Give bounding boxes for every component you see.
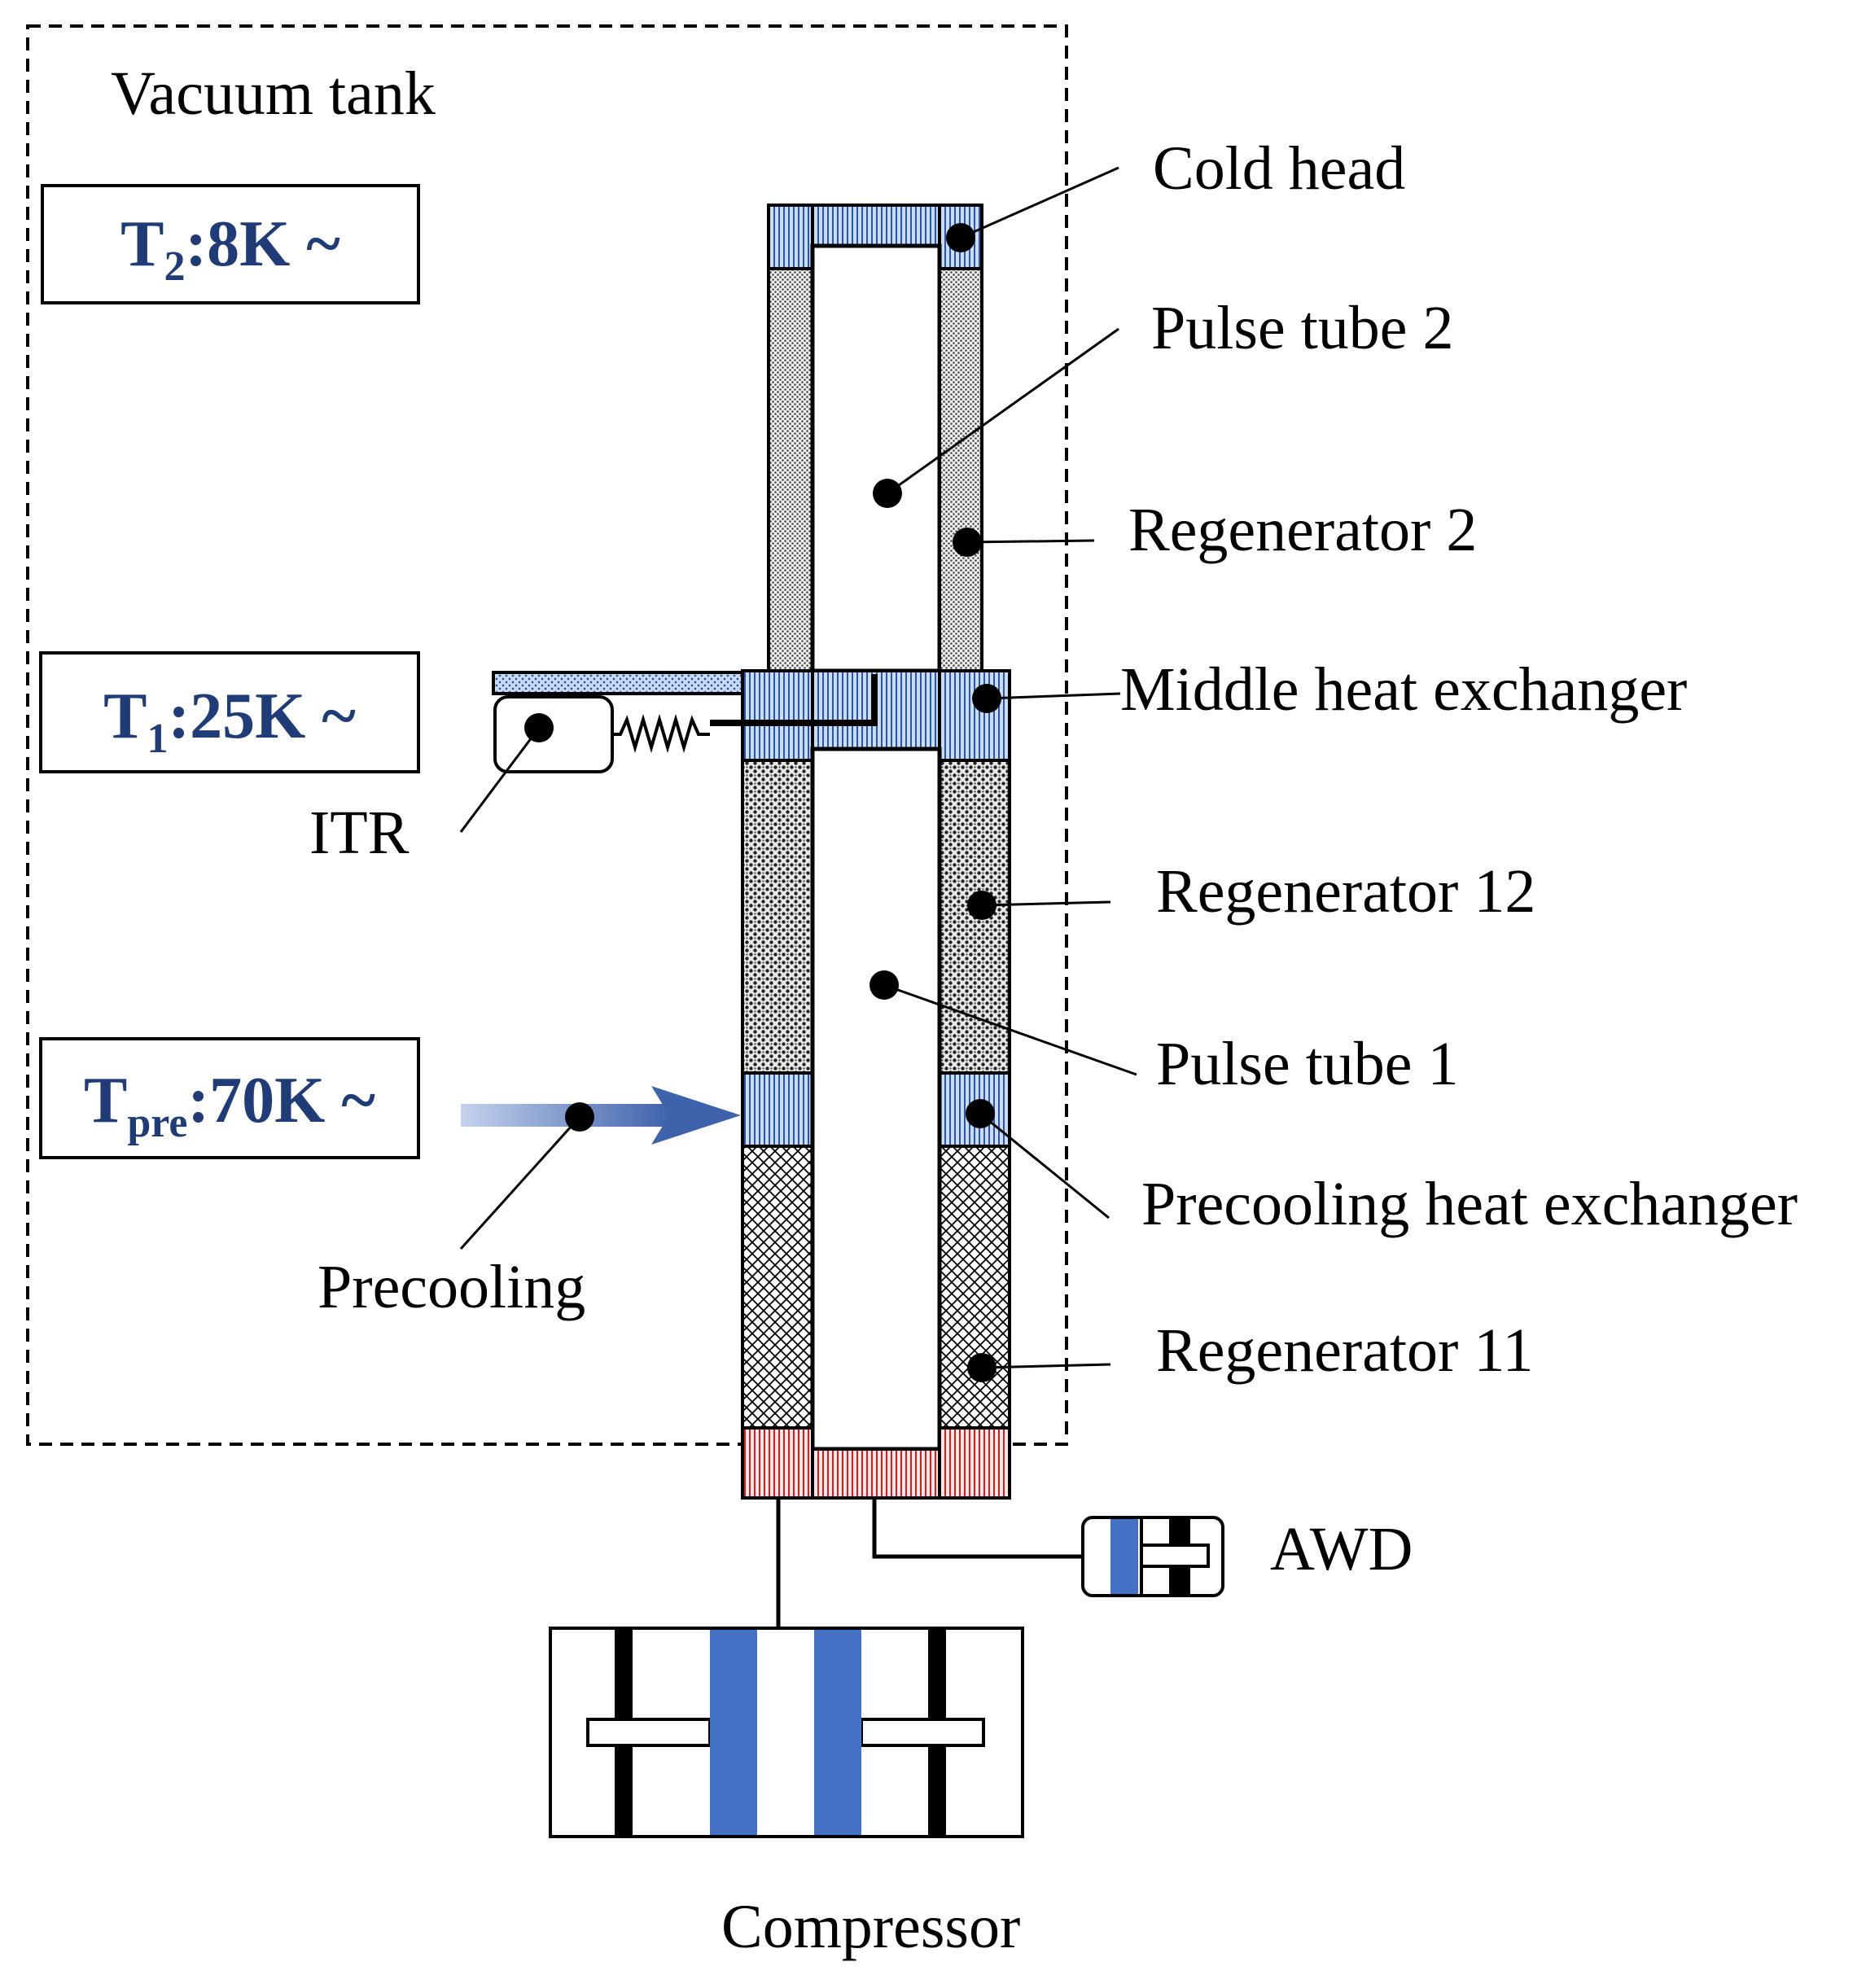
itr-label: ITR — [309, 799, 410, 867]
awd-label: AWD — [1270, 1515, 1413, 1583]
precooling-label: Precooling — [318, 1253, 585, 1321]
cold-head-cap — [811, 204, 941, 247]
pulse-tube-2 — [810, 243, 942, 673]
dot-regenerator-12 — [967, 891, 997, 920]
pulse-tube-2-label: Pulse tube 2 — [1151, 294, 1454, 362]
dot-precooling-hx — [966, 1099, 995, 1128]
dot-regenerator-11 — [967, 1353, 997, 1382]
leader-regenerator-2 — [966, 539, 1095, 544]
leader-regenerator-11 — [981, 1363, 1111, 1369]
regenerator-12-label: Regenerator 12 — [1156, 857, 1535, 926]
dot-pulse-tube-2 — [873, 479, 902, 508]
warm-end-left — [741, 1426, 814, 1500]
tpre-box — [39, 1037, 420, 1159]
compressor-left-rod — [586, 1718, 712, 1747]
upper-left-regenerator — [767, 267, 814, 672]
t2-label: T2:8K ~ — [120, 208, 340, 290]
dot-cold-head — [946, 223, 975, 252]
itr-reservoir — [493, 695, 614, 773]
middle-hx-left — [741, 669, 814, 762]
awd-rod — [1140, 1544, 1210, 1568]
precooling-hx-label: Precooling heat exchanger — [1141, 1170, 1798, 1238]
leader-middle-hx — [986, 692, 1121, 700]
precooling-hx-left — [741, 1071, 814, 1148]
precooling-arrow-head — [651, 1086, 741, 1145]
leader-precooling — [459, 1115, 581, 1250]
regenerator-12-left — [741, 759, 814, 1075]
regenerator-2 — [938, 267, 983, 672]
compressor-label: Compressor — [721, 1893, 1020, 1961]
leader-precooling-hx — [979, 1112, 1110, 1220]
t2-box — [41, 184, 420, 304]
dot-precooling — [565, 1102, 594, 1132]
dot-regenerator-2 — [953, 528, 982, 557]
regenerator-11-left — [741, 1145, 814, 1430]
warm-end-center — [811, 1447, 941, 1500]
dot-pulse-tube-1 — [869, 970, 899, 1000]
leader-cold-head — [960, 166, 1119, 239]
compressor-right-rod — [860, 1718, 985, 1747]
leader-regenerator-12 — [981, 900, 1111, 907]
awd-connection-line — [872, 1498, 1083, 1559]
precooling-arrow-shaft — [461, 1104, 669, 1127]
leader-pulse-tube-2 — [887, 327, 1119, 495]
vacuum-tank-label: Vacuum tank — [111, 59, 436, 128]
itr-connection-line — [710, 674, 878, 726]
regenerator-11-label: Regenerator 11 — [1156, 1316, 1534, 1385]
t1-box — [39, 651, 420, 773]
itr-inertance-coil — [612, 713, 710, 754]
t1-label: T1:25K ~ — [103, 681, 356, 762]
awd-blue-piston — [1110, 1519, 1138, 1594]
tpre-label: Tpre:70K ~ — [84, 1065, 375, 1146]
vacuum-tank-boundary — [26, 24, 1068, 1446]
itr-thermal-bar — [492, 671, 744, 695]
pulse-tube-1-label: Pulse tube 1 — [1156, 1030, 1459, 1098]
regenerator-11 — [938, 1145, 1011, 1430]
leader-pulse-tube-1 — [883, 983, 1137, 1076]
middle-hx-right — [938, 669, 1011, 762]
cold-head-left-block — [767, 204, 814, 270]
dot-middle-hx — [972, 684, 1001, 713]
pulse-tube-1 — [810, 747, 942, 1452]
leader-itr — [459, 727, 541, 833]
warm-end-right — [938, 1426, 1011, 1500]
regenerator-2-label: Regenerator 2 — [1128, 496, 1477, 564]
compressor-right-piston — [814, 1630, 861, 1835]
compressor-left-piston — [710, 1630, 757, 1835]
middle-hx-label: Middle heat exchanger — [1120, 655, 1687, 724]
cold-head-label: Cold head — [1153, 134, 1405, 203]
